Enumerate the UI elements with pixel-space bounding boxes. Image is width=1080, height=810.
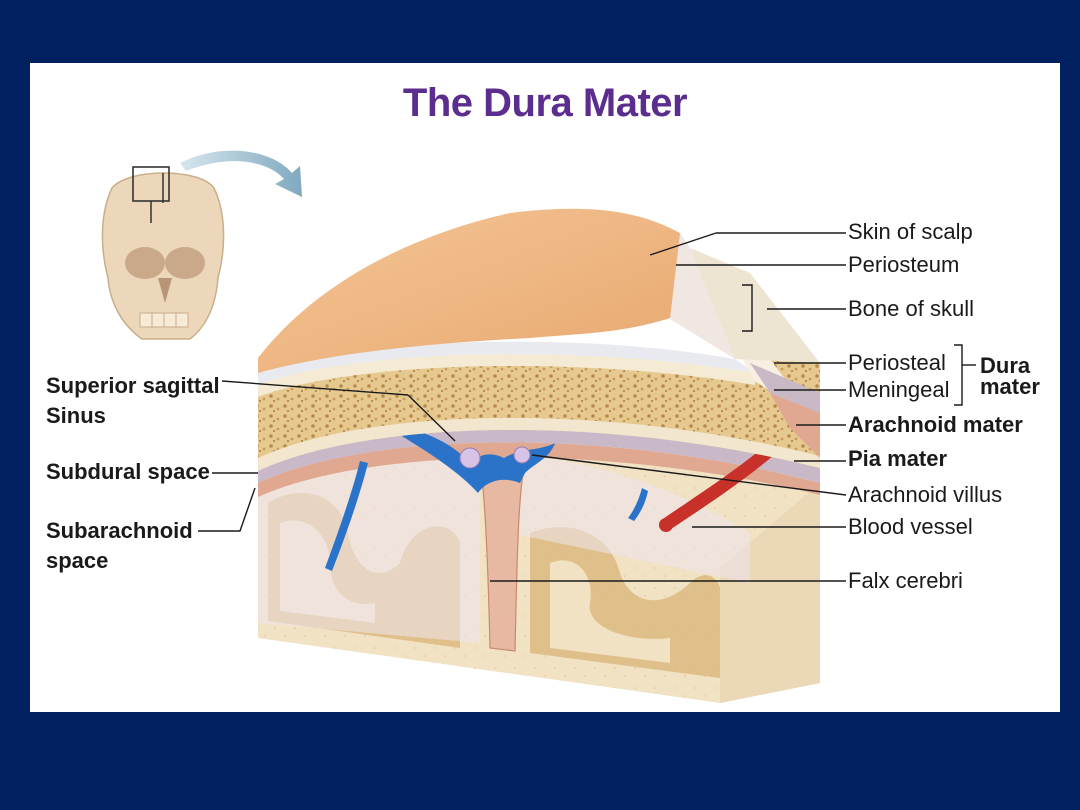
label-sinus: Sinus: [46, 403, 106, 428]
subarachnoid-space-shape: [258, 452, 480, 643]
diagram-title: The Dura Mater: [402, 81, 688, 125]
cerebral-vein-right: [628, 488, 648, 521]
label-periosteum: Periosteum: [848, 252, 960, 277]
label-space: space: [46, 548, 109, 573]
label-subdural-space: Subdural space: [46, 459, 210, 484]
meningeal-layer-shape: [258, 442, 820, 497]
arachnoid-villus-shape-2: [513, 446, 531, 464]
label-blood-vessel: Blood vessel: [848, 514, 973, 539]
label-dura: Dura: [980, 353, 1031, 378]
label-arachnoid-mater: Arachnoid mater: [848, 412, 1023, 437]
meningeal-edge-shape: [770, 393, 820, 458]
label-bone-of-skull: Bone of skull: [848, 296, 974, 321]
zoom-arrow-icon: [180, 150, 302, 197]
skull-icon: [101, 166, 225, 340]
pia-arachnoid-shape: [258, 429, 820, 483]
arachnoid-villus-shape: [459, 447, 481, 469]
label-skin-of-scalp: Skin of scalp: [848, 219, 973, 244]
subarachnoid-space-shape-right: [510, 457, 750, 583]
label-periosteal: Periosteal: [848, 350, 946, 375]
skin-of-scalp-shape: [258, 208, 691, 373]
dura-mater-illustration: [101, 150, 976, 703]
cerebral-vein-left: [325, 461, 368, 571]
bone-edge-shape: [690, 248, 820, 363]
leader-lines-right: [490, 232, 976, 582]
falx-cerebri-shape: [479, 462, 526, 652]
leader-lines-left: [198, 380, 456, 532]
periosteum-shape: [258, 341, 755, 385]
label-pia-mater: Pia mater: [848, 446, 948, 471]
label-mater: mater: [980, 374, 1040, 399]
label-arachnoid-villus: Arachnoid villus: [848, 482, 1003, 507]
blood-vessel-section: [659, 518, 673, 532]
label-superior-sagittal: Superior sagittal: [46, 373, 220, 398]
label-meningeal: Meningeal: [848, 377, 950, 402]
bone-of-skull-shape: [258, 361, 820, 471]
label-falx-cerebri: Falx cerebri: [848, 568, 963, 593]
label-subarachnoid: Subarachnoid: [46, 518, 193, 543]
slide-panel: The Dura Mater: [30, 63, 1060, 712]
